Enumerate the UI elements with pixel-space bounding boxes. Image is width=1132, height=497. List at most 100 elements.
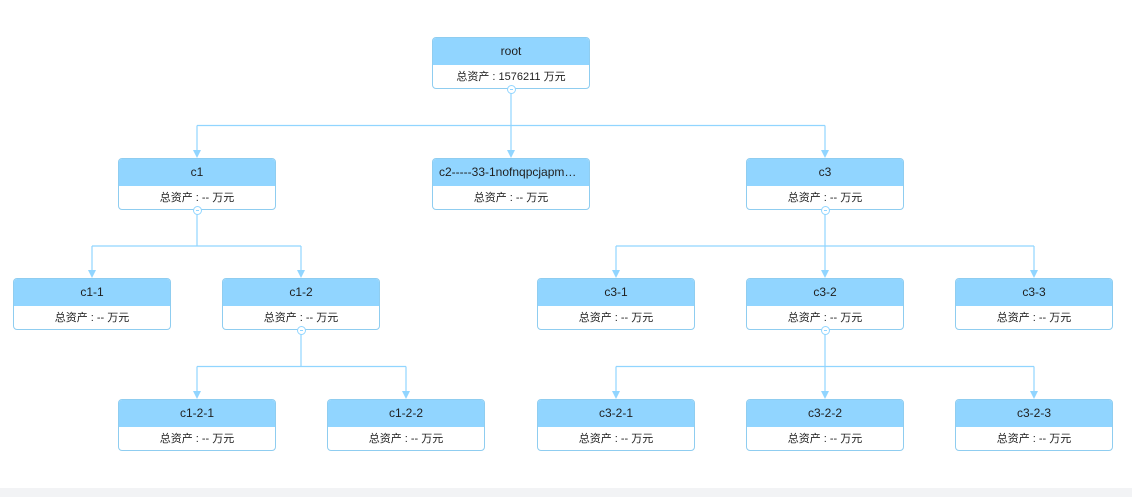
tree-node-c3-2-2[interactable]: c3-2-2 总资产 : -- 万元 bbox=[746, 399, 904, 451]
arrow-c3-3 bbox=[1030, 270, 1038, 278]
node-value: 总资产 : -- 万元 bbox=[956, 306, 1112, 329]
node-value-number: -- bbox=[1038, 312, 1047, 324]
node-title: c3-2-2 bbox=[747, 400, 903, 427]
node-value-number: -- bbox=[201, 192, 210, 204]
node-value-unit: 万元 bbox=[628, 312, 654, 324]
node-value: 总资产 : -- 万元 bbox=[119, 186, 275, 209]
node-value: 总资产 : -- 万元 bbox=[956, 427, 1112, 450]
node-value-unit: 万元 bbox=[418, 433, 444, 445]
node-value-unit: 万元 bbox=[1046, 433, 1072, 445]
node-value-number: -- bbox=[305, 312, 314, 324]
arrow-c1-2-2 bbox=[402, 391, 410, 399]
arrow-c1-1 bbox=[88, 270, 96, 278]
node-value-label: 总资产 : bbox=[159, 433, 202, 445]
node-title: c3 bbox=[747, 159, 903, 186]
node-value-number: -- bbox=[515, 192, 524, 204]
node-value-label: 总资产 : bbox=[996, 312, 1039, 324]
node-value-label: 总资产 : bbox=[263, 312, 306, 324]
collapse-toggle-icon[interactable] bbox=[296, 325, 306, 335]
node-title: c2-----33-1nofnqpcjapme2... bbox=[433, 159, 589, 186]
node-title: c1-2 bbox=[223, 279, 379, 306]
node-value: 总资产 : -- 万元 bbox=[14, 306, 170, 329]
node-value: 总资产 : -- 万元 bbox=[747, 186, 903, 209]
arrow-c3-2-2 bbox=[821, 391, 829, 399]
node-value-unit: 万元 bbox=[837, 312, 863, 324]
node-title: c3-2-3 bbox=[956, 400, 1112, 427]
collapse-toggle-icon[interactable] bbox=[820, 325, 830, 335]
node-value: 总资产 : 1576211 万元 bbox=[433, 65, 589, 88]
node-value: 总资产 : -- 万元 bbox=[119, 427, 275, 450]
collapse-toggle-icon[interactable] bbox=[820, 205, 830, 215]
node-title: c3-2-1 bbox=[538, 400, 694, 427]
collapse-toggle-icon[interactable] bbox=[506, 84, 516, 94]
arrow-c3-2-1 bbox=[612, 391, 620, 399]
arrow-c1-2 bbox=[297, 270, 305, 278]
node-value-number: -- bbox=[1038, 433, 1047, 445]
node-value-number: 1576211 bbox=[498, 71, 541, 83]
node-value-number: -- bbox=[829, 312, 838, 324]
collapse-toggle-icon[interactable] bbox=[192, 205, 202, 215]
node-value-unit: 万元 bbox=[523, 192, 549, 204]
node-value-number: -- bbox=[620, 433, 629, 445]
node-value-unit: 万元 bbox=[209, 192, 235, 204]
node-title: c3-2 bbox=[747, 279, 903, 306]
node-value: 总资产 : -- 万元 bbox=[538, 427, 694, 450]
node-value-unit: 万元 bbox=[104, 312, 130, 324]
arrow-c3-2 bbox=[821, 270, 829, 278]
node-value-label: 总资产 : bbox=[787, 433, 830, 445]
node-value: 总资产 : -- 万元 bbox=[328, 427, 484, 450]
node-value-number: -- bbox=[620, 312, 629, 324]
node-value-label: 总资产 : bbox=[578, 433, 621, 445]
node-value-number: -- bbox=[829, 192, 838, 204]
node-value: 总资产 : -- 万元 bbox=[538, 306, 694, 329]
node-value-label: 总资产 : bbox=[996, 433, 1039, 445]
node-value: 总资产 : -- 万元 bbox=[433, 186, 589, 209]
node-value-unit: 万元 bbox=[313, 312, 339, 324]
node-value: 总资产 : -- 万元 bbox=[747, 306, 903, 329]
node-value-label: 总资产 : bbox=[54, 312, 97, 324]
bottom-scroll-area bbox=[0, 488, 1132, 497]
node-title: c3-1 bbox=[538, 279, 694, 306]
arrow-c3-1 bbox=[612, 270, 620, 278]
arrow-c1 bbox=[193, 150, 201, 158]
tree-node-c2[interactable]: c2-----33-1nofnqpcjapme2...总资产 : -- 万元 bbox=[432, 158, 590, 210]
node-value: 总资产 : -- 万元 bbox=[223, 306, 379, 329]
node-value-number: -- bbox=[829, 433, 838, 445]
node-value-unit: 万元 bbox=[628, 433, 654, 445]
node-value-unit: 万元 bbox=[209, 433, 235, 445]
node-value-number: -- bbox=[201, 433, 210, 445]
node-title: c1 bbox=[119, 159, 275, 186]
node-value-label: 总资产 : bbox=[787, 312, 830, 324]
node-value-unit: 万元 bbox=[540, 71, 566, 83]
node-value-label: 总资产 : bbox=[368, 433, 411, 445]
node-value-label: 总资产 : bbox=[473, 192, 516, 204]
node-title: c1-2-2 bbox=[328, 400, 484, 427]
node-value-label: 总资产 : bbox=[787, 192, 830, 204]
node-value-unit: 万元 bbox=[837, 433, 863, 445]
node-title: c3-3 bbox=[956, 279, 1112, 306]
node-value-label: 总资产 : bbox=[578, 312, 621, 324]
arrow-c2 bbox=[507, 150, 515, 158]
node-value-label: 总资产 : bbox=[456, 71, 499, 83]
arrow-c3-2-3 bbox=[1030, 391, 1038, 399]
arrow-c3 bbox=[821, 150, 829, 158]
node-title: c1-1 bbox=[14, 279, 170, 306]
node-title: c1-2-1 bbox=[119, 400, 275, 427]
node-value-unit: 万元 bbox=[1046, 312, 1072, 324]
node-value-number: -- bbox=[96, 312, 105, 324]
node-title: root bbox=[433, 38, 589, 65]
